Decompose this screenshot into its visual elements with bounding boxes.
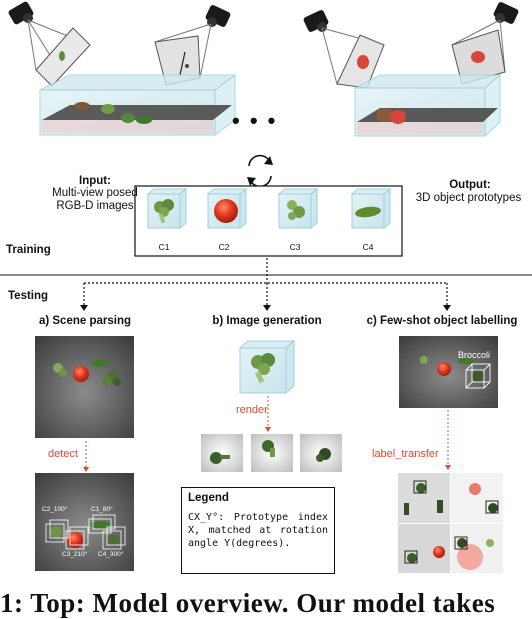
prototype-label-c2: C2 xyxy=(218,242,230,252)
refresh-icon xyxy=(247,154,273,188)
ellipsis: • • • xyxy=(232,108,278,133)
prototype-label-c1: C1 xyxy=(158,242,170,252)
legend-title: Legend xyxy=(188,492,229,504)
panel-b-title: b) Image generation xyxy=(212,315,322,327)
prototype-cube-c2 xyxy=(206,187,248,230)
prototype-label-c3: C3 xyxy=(289,242,301,252)
prototype-cube-c3 xyxy=(277,187,319,230)
left-scene-volume xyxy=(39,74,237,136)
prototype-cube-c4 xyxy=(350,187,392,230)
training-label: Training xyxy=(6,244,51,256)
detect-label: detect xyxy=(48,448,78,460)
tomato-icon xyxy=(214,199,238,223)
panel-c-title: c) Few-shot object labelling xyxy=(366,315,518,327)
cucumber-icon xyxy=(355,206,381,218)
rendered-views xyxy=(201,434,342,472)
testing-label: Testing xyxy=(8,290,49,302)
tomato-icon xyxy=(73,366,89,382)
few-shot-scene-image xyxy=(399,336,498,408)
panel-a-title: a) Scene parsing xyxy=(38,315,132,327)
broccoli-icon xyxy=(287,200,305,220)
render-label: render xyxy=(236,404,268,416)
left-capture-rig xyxy=(8,1,231,87)
labelled-grid-image xyxy=(398,473,503,573)
camera-icon xyxy=(303,10,329,32)
test-connectors xyxy=(83,258,448,306)
scene-parsing-detection-image xyxy=(35,473,134,571)
detection-label-c1: C1_80° xyxy=(91,506,113,513)
prototype-label-c4: C4 xyxy=(362,242,374,252)
input-heading: Input: xyxy=(79,175,111,187)
broccoli-icon xyxy=(102,371,121,386)
right-scene-volume xyxy=(354,73,502,138)
output-line1: 3D object prototypes xyxy=(415,192,522,204)
broccoli-label: Broccoli xyxy=(458,350,491,360)
detection-label-c4: C4_300° xyxy=(98,551,124,558)
detection-label-c2: C2_100° xyxy=(42,506,68,513)
camera-icon xyxy=(8,1,34,25)
input-line2: RGB-D images xyxy=(56,200,134,212)
input-line1: Multi-view posed xyxy=(52,187,138,199)
detection-label-c3: C3_210° xyxy=(62,551,88,558)
prototype-cube-c1 xyxy=(146,187,188,230)
label-transfer-label: label_transfer xyxy=(372,448,439,460)
camera-icon xyxy=(493,2,519,24)
broccoli-icon xyxy=(53,363,67,377)
legend-box: Legend CX_Y°: Prototype index X, matched… xyxy=(181,487,335,574)
cucumber-icon xyxy=(91,359,109,367)
broccoli-icon xyxy=(251,353,275,384)
broccoli-icon xyxy=(154,199,174,224)
figure-caption-fragment: 1: Top: Model overview. Our model takes xyxy=(0,588,496,618)
render-prototype-cube xyxy=(238,339,296,395)
output-heading: Output: xyxy=(449,179,491,191)
scene-parsing-input-image xyxy=(35,336,134,438)
legend-body: CX_Y°: Prototype index X, matched at rot… xyxy=(188,512,328,549)
